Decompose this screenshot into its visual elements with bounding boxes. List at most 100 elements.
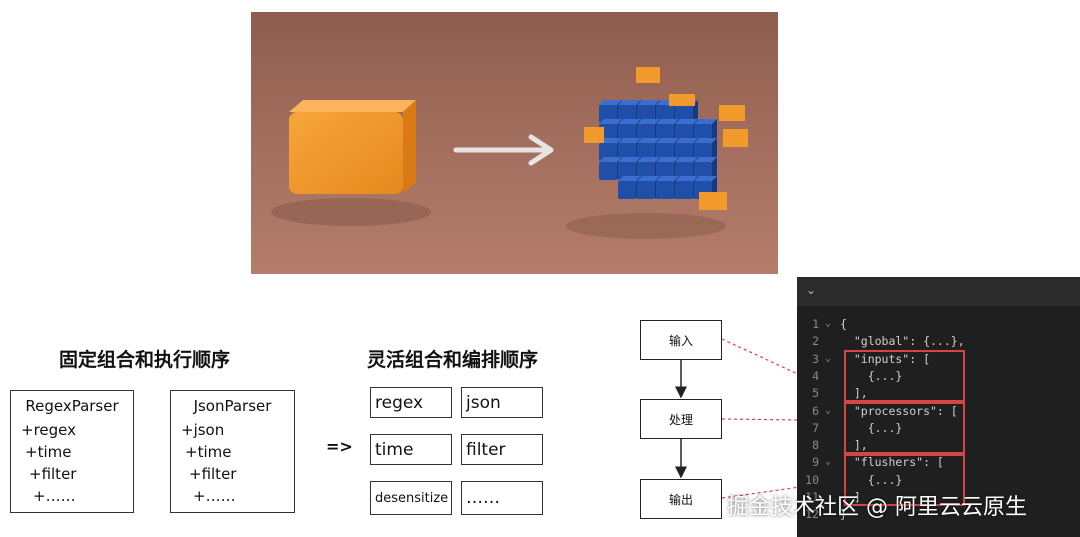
flow-process-box: 处理 (640, 399, 722, 439)
plugin-desensitize: desensitize (370, 481, 452, 515)
blue-cube (618, 143, 636, 161)
watermark: 掘金技术社区 @ 阿里云云原生 (727, 495, 1027, 520)
blue-cube (637, 181, 655, 199)
blue-cube (694, 124, 712, 142)
line-number: 6 (812, 403, 819, 418)
json-parser-title: JsonParser (193, 397, 272, 415)
blue-cube-top (694, 119, 717, 124)
blue-cube (637, 124, 655, 142)
json-parser-line: +json (181, 421, 225, 439)
code-line: ] (840, 490, 861, 504)
regex-parser-line: +…… (33, 487, 76, 505)
code-line: "global": {...}, (840, 334, 965, 349)
line-number: 1 (812, 317, 819, 331)
blue-cube (675, 124, 693, 142)
plugin-filter: filter (461, 434, 543, 465)
plugin-regex: regex (370, 387, 452, 418)
blue-cube (656, 181, 674, 199)
code-line: ], (840, 386, 868, 401)
code-line: } (840, 507, 847, 522)
blue-cube (656, 105, 674, 123)
blue-cube (694, 143, 712, 161)
blue-cube (675, 162, 693, 180)
blue-cube (599, 162, 617, 180)
blue-cube (637, 105, 655, 123)
blue-cube (656, 162, 674, 180)
blue-cube-top (694, 138, 717, 143)
blue-cube (618, 162, 636, 180)
fold-chevron-icon[interactable]: ⌄ (825, 456, 832, 468)
fixed-order-title: 固定组合和执行顺序 (59, 349, 231, 371)
line-number: 2 (812, 334, 819, 349)
flushers-highlight (844, 454, 965, 506)
json-parser-box: JsonParser +json +time +filter +…… (170, 390, 295, 513)
blue-cube (694, 162, 712, 180)
blue-cube (618, 124, 636, 142)
blue-cube (656, 143, 674, 161)
blue-cube-top (618, 100, 641, 105)
plugin-more: …… (461, 481, 543, 515)
code-line: {...} (840, 472, 903, 487)
blue-cube-side (712, 157, 717, 180)
blue-cube-top (599, 100, 622, 105)
blue-cube-top (618, 176, 641, 181)
plugin-time: time (370, 434, 452, 465)
blue-cube (675, 181, 693, 199)
blue-cube-top (656, 119, 679, 124)
inputs-highlight (844, 350, 965, 402)
blue-cube (675, 105, 693, 123)
fold-chevron-icon[interactable]: ⌄ (825, 404, 832, 416)
blue-cube-top (618, 138, 641, 143)
flow-input-box: 输入 (640, 320, 722, 360)
editor-topbar: ⌄ (797, 277, 1080, 306)
regex-parser-title: RegexParser (25, 397, 119, 415)
line-number: 9 (812, 455, 819, 470)
code-line: { (840, 317, 847, 331)
blue-cube (618, 181, 636, 199)
code-line: ], (840, 438, 868, 453)
blue-cube-grid (599, 100, 717, 199)
blue-cube-top (675, 119, 698, 124)
hero-illustration (251, 12, 778, 274)
code-line: {...} (840, 368, 903, 383)
blue-cube-top (599, 157, 622, 162)
blue-cube-top (675, 138, 698, 143)
blue-cube-top (637, 138, 660, 143)
blue-cube (618, 105, 636, 123)
code-editor-panel: ⌄ 1⌄{2 "global": {...},3⌄ "inputs": [4 {… (797, 277, 1080, 537)
arrow-icon (453, 134, 554, 166)
blue-cube (637, 143, 655, 161)
line-number: 5 (812, 386, 819, 401)
flow-output-box: 输出 (640, 479, 722, 519)
line-number: 7 (812, 420, 819, 435)
blue-cube-top (599, 119, 622, 124)
blue-cube-top (637, 157, 660, 162)
blue-cube-top (637, 100, 660, 105)
fold-chevron-icon[interactable]: ⌄ (825, 318, 832, 329)
blue-cube (675, 143, 693, 161)
blue-cube-top (637, 176, 660, 181)
blue-cube-top (675, 176, 698, 181)
blue-cube-top (618, 157, 641, 162)
json-parser-line: +…… (193, 487, 236, 505)
json-parser-line: +filter (189, 465, 237, 483)
regex-parser-box: RegexParser +regex +time +filter +…… (10, 390, 134, 513)
processors-highlight (844, 402, 965, 454)
transform-arrow: => (326, 437, 353, 456)
code-line: "flushers": [ (840, 455, 944, 470)
line-number: 11 (805, 490, 819, 504)
flexible-order-title: 灵活组合和编排顺序 (367, 349, 539, 371)
line-number: 12 (805, 507, 819, 522)
chevron-down-icon[interactable]: ⌄ (806, 283, 817, 297)
code-line: "processors": [ (840, 403, 958, 418)
code-line: "inputs": [ (840, 351, 931, 366)
line-number: 10 (805, 472, 819, 487)
blue-cube (599, 143, 617, 161)
blue-cube-top (694, 157, 717, 162)
orange-cube (289, 100, 416, 194)
fold-chevron-icon[interactable]: ⌄ (825, 352, 832, 364)
regex-parser-line: +regex (21, 421, 76, 439)
blue-cube-top (656, 157, 679, 162)
flow-connectors (675, 338, 800, 499)
json-parser-line: +time (185, 443, 232, 461)
